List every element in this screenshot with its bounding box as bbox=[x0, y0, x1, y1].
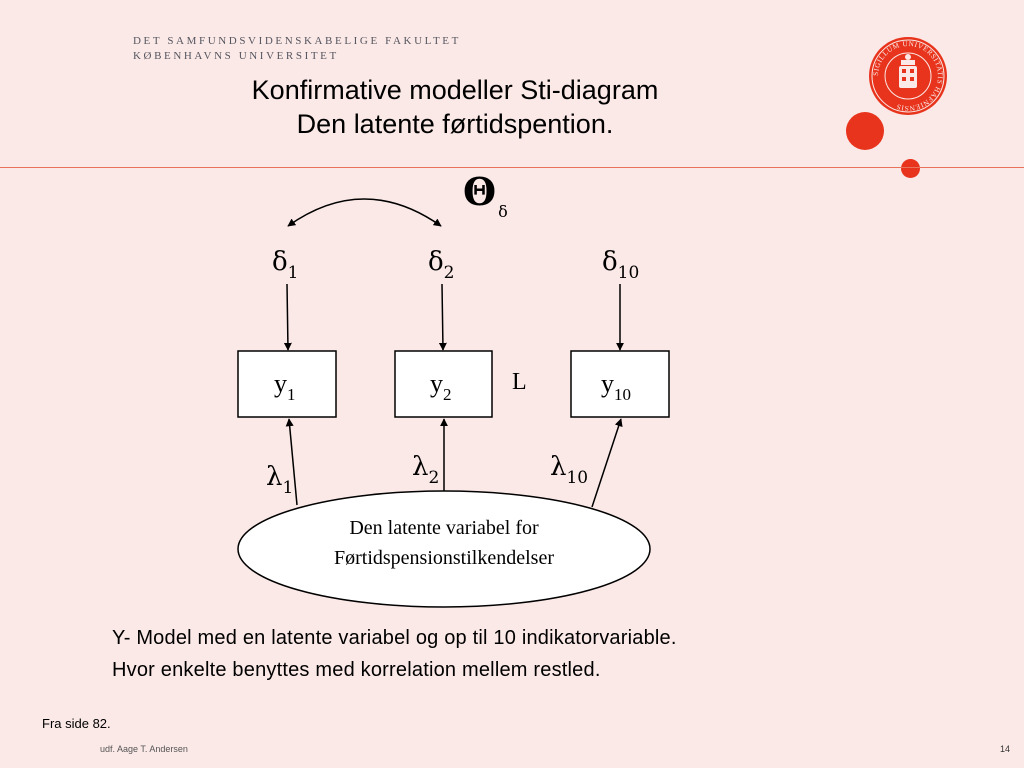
error-delta-10: δ10 bbox=[602, 247, 639, 283]
latent-label-line-1: Den latente variabel for bbox=[349, 517, 539, 539]
loading-lambda-10: λ10 bbox=[550, 452, 588, 488]
title-line-1: Konfirmative modeller Sti-diagram bbox=[251, 75, 659, 105]
page-number: 14 bbox=[999, 744, 1010, 754]
indicator-label-y1: y1 bbox=[274, 369, 296, 404]
latent-variable-ellipse bbox=[237, 490, 651, 608]
slide-title: Konfirmative modeller Sti-diagram Den la… bbox=[150, 73, 760, 141]
loading-lambda-2: λ2 bbox=[412, 452, 439, 488]
faculty-name: DET SAMFUNDSVIDENSKABELIGE FAKULTET KØBE… bbox=[133, 34, 461, 64]
continuation-symbol: L bbox=[512, 369, 527, 395]
latent-label-line-2: Førtidspensionstilkendelser bbox=[334, 547, 554, 569]
footer-author: udf. Aage T. Andersen bbox=[100, 744, 188, 754]
error-correlation-arc bbox=[287, 198, 442, 227]
decorative-dot-small bbox=[901, 159, 920, 178]
explanation-text: Y- Model med en latente variabel og op t… bbox=[112, 622, 677, 686]
explanation-line-1: Y- Model med en latente variabel og op t… bbox=[112, 627, 677, 649]
decorative-dot-large bbox=[846, 112, 884, 150]
faculty-line-2: KØBENHAVNS UNIVERSITET bbox=[133, 50, 339, 62]
header-divider bbox=[0, 167, 1024, 168]
indicator-label-y10: y10 bbox=[601, 369, 631, 404]
explanation-line-2: Hvor enkelte benyttes med korrelation me… bbox=[112, 659, 601, 681]
indicator-box-y1 bbox=[237, 350, 337, 418]
university-seal-logo: SIGILLUM UNIVERSITATIS HAFNIENSIS bbox=[869, 37, 947, 115]
loading-arrow-1 bbox=[285, 418, 298, 506]
title-line-2: Den latente førtidspention. bbox=[296, 109, 614, 139]
error-arrow-2 bbox=[438, 283, 447, 351]
source-reference: Fra side 82. bbox=[42, 716, 111, 731]
loading-lambda-1: λ1 bbox=[266, 462, 293, 498]
indicator-label-y2: y2 bbox=[430, 369, 452, 404]
indicator-box-y10 bbox=[570, 350, 670, 418]
loading-arrow-10 bbox=[591, 418, 623, 508]
error-arrow-1 bbox=[283, 283, 292, 351]
error-delta-2: δ2 bbox=[428, 247, 454, 283]
indicator-box-y2 bbox=[394, 350, 493, 418]
faculty-line-1: DET SAMFUNDSVIDENSKABELIGE FAKULTET bbox=[133, 35, 461, 47]
error-delta-1: δ1 bbox=[272, 247, 298, 283]
